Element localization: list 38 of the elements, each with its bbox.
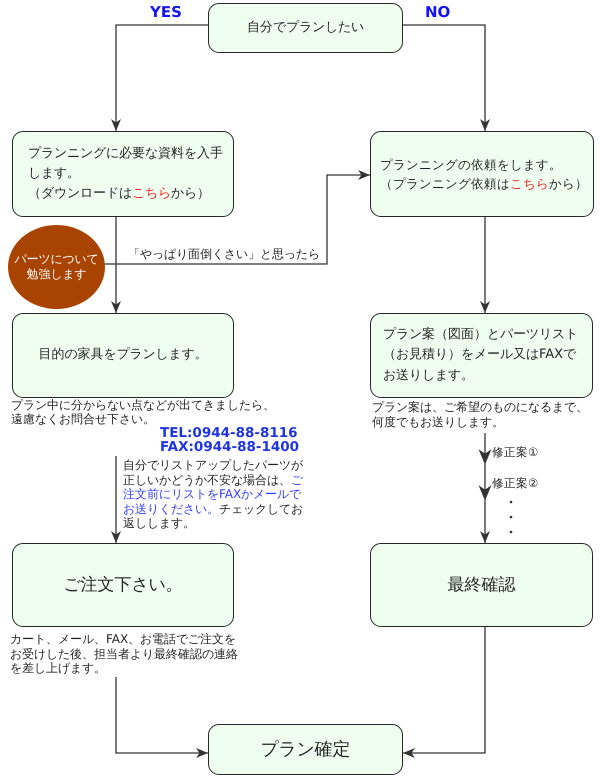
flow-arrow: [111, 24, 208, 131]
branch-label: YES: [150, 4, 182, 20]
step-text: プランニングに必要な資料を入手します。: [28, 144, 224, 183]
step-text: 自分でプランしたい: [247, 18, 364, 37]
flow-arrow: [105, 170, 370, 265]
process-box: [370, 313, 593, 398]
revision-label: 修正案①: [492, 445, 538, 459]
topic-circle: [8, 225, 105, 309]
flow-arrow: [111, 217, 121, 313]
branch-label: NO: [425, 4, 450, 20]
process-box: [12, 131, 234, 217]
note-text: 自分でリストアップしたパーツが正しいかどうか不安な場合は、ご注文前にリストをFAXかメールでお送りください。チェックしてお返しします。: [123, 458, 304, 530]
link: こちら: [132, 186, 171, 202]
step-text: プラン案（図面）とパーツリスト（お見積り）をメール又はFAXでお送りします。: [383, 326, 579, 385]
step-note: （ダウンロードはこちらから）: [28, 185, 210, 204]
flow-arrow: [403, 24, 490, 131]
process-box: [370, 543, 593, 627]
fax-number: FAX:0944-88-1400: [160, 440, 300, 454]
process-box: [12, 313, 234, 398]
process-box: [12, 543, 234, 627]
link: こちら: [510, 176, 549, 191]
step-text: 目的の家具をプランします。: [38, 346, 208, 364]
question-box: [208, 3, 403, 53]
step-text: 最終確認: [448, 574, 516, 597]
phone-number: TEL:0944-88-8116: [160, 426, 298, 440]
note-text: プラン案は、ご希望のものになるまで、何度でもお送りします。: [372, 400, 589, 429]
process-box: [370, 131, 594, 217]
step-text: プランニングの依頼をします。: [380, 156, 562, 174]
end-box: [208, 724, 403, 775]
flow-arrow: [403, 627, 486, 758]
flow-arrow: [480, 217, 490, 313]
step-note: （プランニング依頼はこちらから）: [380, 175, 588, 193]
note-text: カート、メール、FAX、お電話でご注文をお受けした後、担当者より最終確認の連絡を差し上げます。: [10, 632, 239, 676]
revision-label: 修正案②: [492, 476, 538, 490]
step-text: ご注文下さい。: [64, 574, 182, 597]
step-text: プラン確定: [260, 738, 350, 762]
circle-text: パーツについて勉強します: [14, 252, 100, 282]
note-text: プラン中に分からない点などが出てきましたら、遠慮なくお問合せ下さい。: [11, 399, 276, 426]
